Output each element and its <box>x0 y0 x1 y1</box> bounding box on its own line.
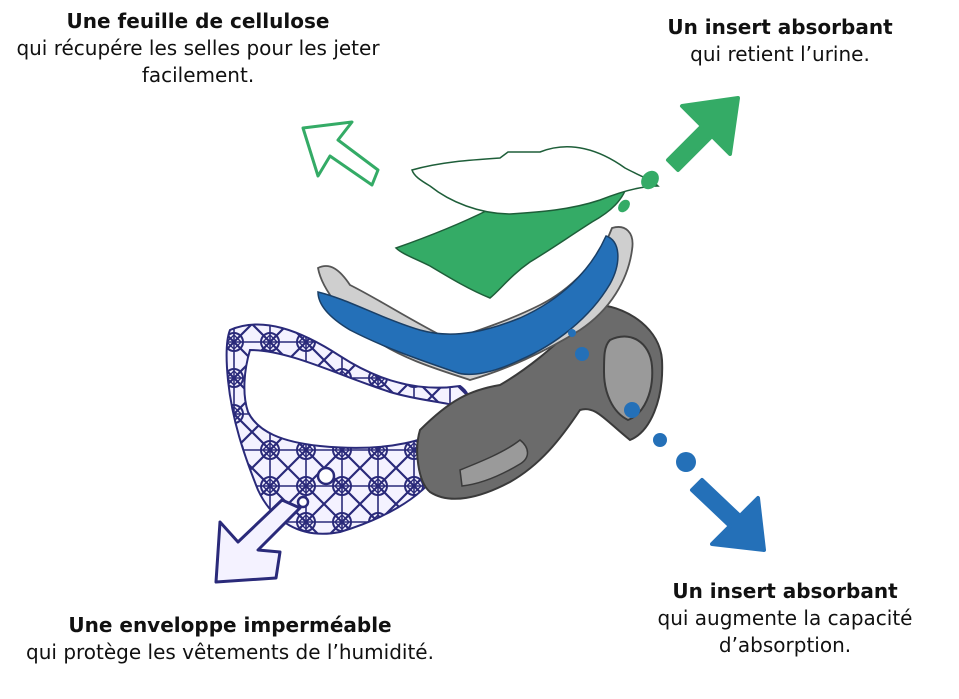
arrow-up-left-icon <box>301 120 380 187</box>
callout-description: qui augmente la capacité d’absorption. <box>657 606 913 658</box>
waterproof-envelope <box>225 323 472 535</box>
blue-absorbent-insert <box>317 235 619 376</box>
green-dotted-line <box>618 170 659 213</box>
callout-cellulose-sheet: Une feuille de cellulose qui récupére le… <box>8 8 388 90</box>
arrow-up-right-icon <box>666 96 740 172</box>
arrow-down-right-icon <box>690 478 766 552</box>
callout-title: Une feuille de cellulose <box>66 9 330 33</box>
callout-description: qui protège les vêtements de l’humidité. <box>26 640 434 665</box>
navy-dotted-line <box>296 466 336 509</box>
callout-title: Un insert absorbant <box>672 579 898 603</box>
callout-waterproof-envelope: Une enveloppe imperméable qui protège le… <box>25 612 435 666</box>
callout-description: qui récupére les selles pour les jeter f… <box>16 36 380 88</box>
arrow-down-left-icon <box>214 498 302 584</box>
callout-absorbent-urine: Un insert absorbant qui retient l’urine. <box>610 14 950 68</box>
gray-shell <box>416 303 664 500</box>
callout-absorbent-capacity: Un insert absorbant qui augmente la capa… <box>615 578 955 660</box>
callout-title: Une enveloppe imperméable <box>68 613 392 637</box>
callout-description: qui retient l’urine. <box>690 42 870 67</box>
callout-title: Un insert absorbant <box>667 15 893 39</box>
blue-dotted-line <box>568 329 696 472</box>
cellulose-sheet <box>411 146 660 215</box>
